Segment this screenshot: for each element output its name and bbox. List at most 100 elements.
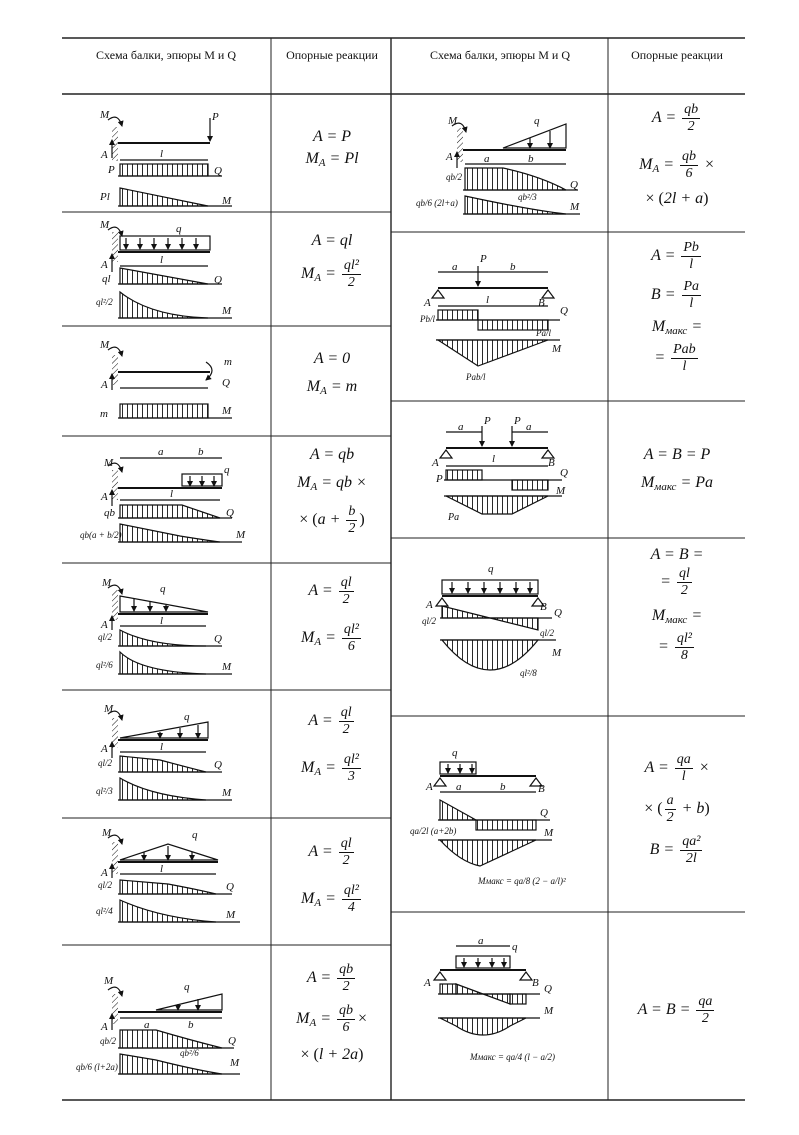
svg-text:ql/2: ql/2 [98, 758, 113, 768]
svg-text:P: P [107, 164, 115, 176]
svg-text:Q: Q [554, 607, 562, 619]
svg-text:M: M [447, 115, 458, 127]
svg-text:Q: Q [214, 759, 222, 771]
svg-text:P: P [479, 253, 487, 265]
svg-text:Mмакс = qa/4 (l − a/2): Mмакс = qa/4 (l − a/2) [469, 1052, 555, 1062]
svg-text:Q: Q [214, 633, 222, 645]
svg-text:qa/2l (a+2b): qa/2l (a+2b) [410, 826, 456, 836]
diagram-left-8: M q a b A qb/2 Q qb/6 (l+2a) qb²/6 M [76, 975, 240, 1075]
svg-text:l: l [160, 741, 163, 753]
svg-text:M: M [103, 975, 114, 987]
svg-text:A: A [100, 379, 108, 391]
svg-text:Pab/l: Pab/l [465, 372, 486, 382]
svg-text:l: l [160, 148, 163, 160]
svg-text:M: M [221, 661, 232, 673]
svg-text:l: l [170, 488, 173, 500]
svg-text:M: M [543, 1005, 554, 1017]
svg-text:B: B [540, 601, 547, 613]
svg-text:M: M [103, 457, 114, 469]
svg-text:b: b [188, 1019, 194, 1031]
svg-text:q: q [176, 223, 182, 235]
svg-text:b: b [500, 781, 506, 793]
svg-text:M: M [235, 529, 246, 541]
svg-text:a: a [478, 935, 484, 947]
svg-text:q: q [512, 941, 518, 953]
svg-text:a: a [452, 261, 458, 273]
diagram-left-4: M a b q l A qb Q qb(a + b/2) M [80, 446, 246, 543]
diagram-right-2: a P b l A B Pb/l Pa/l Q M Pab/l [419, 253, 568, 382]
svg-text:l: l [160, 863, 163, 875]
svg-text:Q: Q [560, 305, 568, 317]
svg-text:Q: Q [228, 1035, 236, 1047]
svg-text:l: l [492, 453, 495, 465]
svg-text:A: A [100, 491, 108, 503]
svg-text:qb(a + b/2): qb(a + b/2) [80, 530, 122, 540]
svg-text:Q: Q [540, 807, 548, 819]
svg-text:P: P [483, 415, 491, 427]
header-scheme-right: Схема балки, эпюры M и Q [429, 48, 570, 62]
svg-text:M: M [569, 201, 580, 213]
svg-text:M: M [551, 343, 562, 355]
svg-text:m: m [100, 408, 108, 420]
svg-text:q: q [452, 747, 458, 759]
svg-text:Q: Q [560, 467, 568, 479]
svg-text:B: B [538, 297, 545, 309]
svg-text:M: M [221, 787, 232, 799]
svg-text:A: A [100, 743, 108, 755]
svg-text:Pb/l: Pb/l [419, 314, 435, 324]
svg-text:Q: Q [214, 165, 222, 177]
svg-text:M: M [543, 827, 554, 839]
svg-text:M: M [229, 1057, 240, 1069]
svg-text:M: M [221, 195, 232, 207]
svg-text:Q: Q [544, 983, 552, 995]
diagram-left-5: M q l A ql/2 Q ql²/6 M [96, 577, 232, 675]
svg-text:q: q [192, 829, 198, 841]
svg-text:P: P [211, 111, 219, 123]
svg-text:A: A [100, 619, 108, 631]
svg-text:q: q [224, 464, 230, 476]
svg-text:ql/2: ql/2 [422, 616, 437, 626]
svg-text:q: q [184, 711, 190, 723]
svg-text:Q: Q [214, 274, 222, 286]
svg-text:a: a [484, 153, 490, 165]
svg-text:Q: Q [226, 881, 234, 893]
svg-text:ql²/6: ql²/6 [96, 660, 113, 670]
svg-text:B: B [532, 977, 539, 989]
svg-text:P: P [435, 473, 443, 485]
svg-text:b: b [198, 446, 204, 458]
svg-text:A: A [100, 149, 108, 161]
diagram-left-7: M q l A ql/2 Q ql²/4 M [96, 827, 240, 923]
svg-text:qb/2: qb/2 [446, 172, 463, 182]
svg-text:a: a [458, 421, 464, 433]
svg-text:Q: Q [570, 179, 578, 191]
svg-text:Pl: Pl [99, 191, 110, 203]
svg-text:ql/2: ql/2 [98, 880, 113, 890]
svg-text:qb/6 (2l+a): qb/6 (2l+a) [416, 198, 458, 208]
svg-text:Pa/l: Pa/l [535, 328, 551, 338]
svg-text:q: q [534, 115, 540, 127]
svg-text:a: a [144, 1019, 150, 1031]
svg-text:A: A [425, 599, 433, 611]
svg-text:m: m [224, 356, 232, 368]
diagram-right-1: M q a b A qb/2 Q qb/6 (2l+a) qb²/3 M [416, 115, 580, 215]
svg-text:ql²/2: ql²/2 [96, 297, 113, 307]
svg-text:Pa: Pa [447, 512, 459, 523]
svg-text:M: M [555, 485, 566, 497]
svg-text:qb/2: qb/2 [100, 1036, 117, 1046]
svg-text:A: A [423, 977, 431, 989]
header-reactions-left: Опорные реакции [286, 48, 378, 62]
svg-text:q: q [160, 583, 166, 595]
